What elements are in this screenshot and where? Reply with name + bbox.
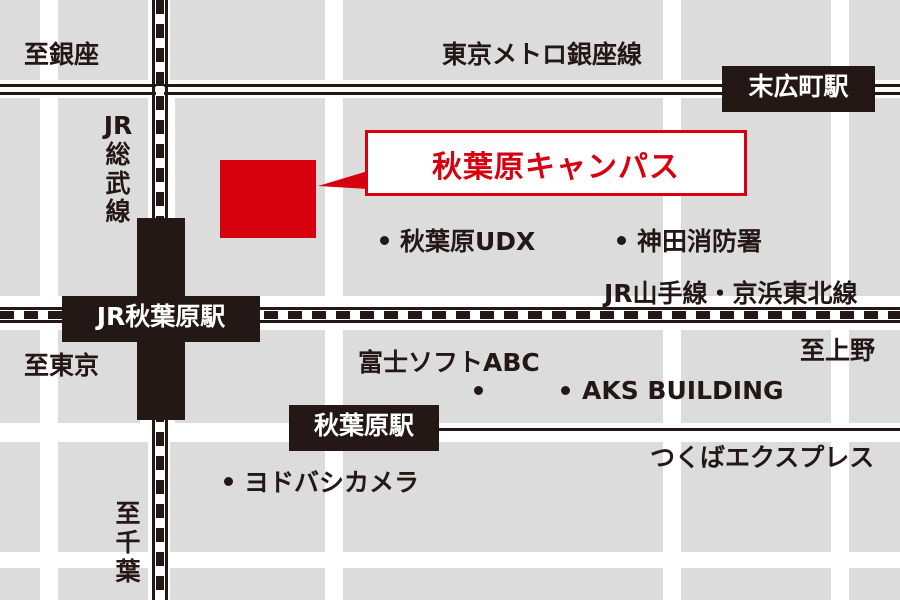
landmark-dot-udx bbox=[380, 236, 389, 245]
city-block bbox=[0, 442, 40, 552]
city-block bbox=[170, 568, 325, 600]
city-block bbox=[58, 98, 148, 296]
city-block bbox=[681, 442, 831, 552]
landmark-dot-fujisoft bbox=[474, 386, 483, 395]
station-akihabara-tx: 秋葉原駅 bbox=[289, 405, 439, 451]
ginza-line-track-bottom bbox=[0, 92, 900, 95]
city-block bbox=[0, 0, 40, 80]
yamanote-rail bbox=[0, 311, 900, 319]
city-block bbox=[58, 0, 148, 80]
city-block bbox=[170, 442, 325, 552]
city-block bbox=[849, 568, 900, 600]
yamanote-rail-border-bottom bbox=[0, 320, 900, 323]
city-block bbox=[681, 98, 831, 296]
city-block bbox=[0, 98, 40, 296]
landmark-dot-yodobashi bbox=[224, 477, 233, 486]
line-label-yamanote: JR山手線・京浜東北線 bbox=[604, 279, 858, 308]
ginza-line-track-top bbox=[0, 84, 900, 87]
campus-location-marker bbox=[220, 160, 316, 238]
city-block bbox=[849, 442, 900, 552]
city-block bbox=[58, 330, 140, 423]
city-block bbox=[343, 442, 663, 552]
landmark-kanda-fire: 神田消防署 bbox=[637, 227, 763, 256]
landmark-dot-kanda-fire bbox=[617, 236, 626, 245]
line-label-tsukuba-express: つくばエクスプレス bbox=[650, 443, 875, 472]
city-block bbox=[0, 330, 40, 423]
line-label-sobu: JR総武線 bbox=[103, 111, 133, 227]
city-block bbox=[849, 98, 900, 296]
direction-to-tokyo: 至東京 bbox=[24, 351, 100, 380]
city-block bbox=[170, 0, 325, 80]
yamanote-rail-border-top bbox=[0, 307, 900, 310]
city-block bbox=[58, 568, 148, 600]
direction-to-ginza: 至銀座 bbox=[24, 40, 100, 69]
direction-to-chiba: 至千葉 bbox=[115, 499, 141, 586]
city-block bbox=[343, 568, 663, 600]
direction-to-ueno: 至上野 bbox=[800, 336, 876, 365]
landmark-aks: AKS BUILDING bbox=[582, 376, 784, 405]
city-block bbox=[343, 0, 663, 80]
city-block bbox=[849, 330, 900, 423]
landmark-fujisoft: 富士ソフトABC bbox=[358, 348, 540, 377]
tsukuba-express-track bbox=[410, 428, 900, 431]
city-block bbox=[681, 568, 831, 600]
station-jr-akihabara: JR秋葉原駅 bbox=[62, 296, 260, 342]
campus-label: 秋葉原キャンパス bbox=[365, 130, 747, 196]
city-block bbox=[58, 442, 148, 552]
landmark-dot-aks bbox=[561, 386, 570, 395]
city-block bbox=[343, 98, 663, 296]
city-block bbox=[681, 330, 831, 423]
line-label-ginza: 東京メトロ銀座線 bbox=[442, 40, 643, 69]
landmark-yodobashi: ヨドバシカメラ bbox=[244, 468, 420, 497]
landmark-udx: 秋葉原UDX bbox=[400, 227, 536, 256]
station-suehirocho: 末広町駅 bbox=[722, 66, 875, 112]
city-block bbox=[0, 568, 40, 600]
